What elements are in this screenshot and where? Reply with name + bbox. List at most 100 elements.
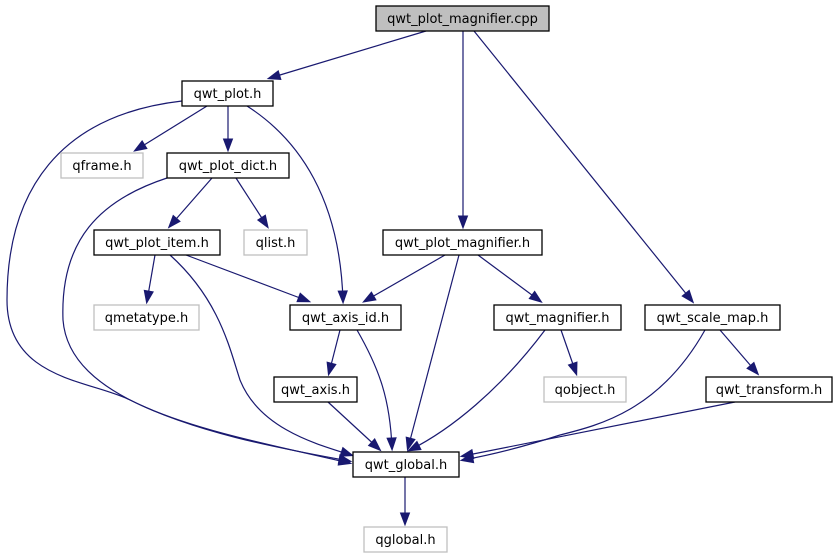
edge-qwt-magnifier-h-to-qobject-h [560, 329, 578, 377]
node-label: qwt_plot_magnifier.h [395, 236, 530, 251]
nodes-layer: qwt_plot_magnifier.cpp qwt_plot.h qframe.h… [60, 5, 833, 553]
node-box [543, 376, 627, 403]
edge-qwt-magnifier-h-to-qwt-global-h [406, 329, 546, 452]
node-label: qglobal.h [375, 533, 435, 548]
node-qwt-axis-h[interactable]: qwt_axis.h [273, 376, 358, 403]
node-qwt-plot-magnifier-h[interactable]: qwt_plot_magnifier.h [382, 229, 543, 256]
edge-qwt-plot-magnifier-h-to-qwt-axis-id-h [362, 254, 446, 303]
node-label: qwt_plot.h [194, 87, 262, 102]
node-box [375, 5, 550, 32]
node-qwt-transform-h[interactable]: qwt_transform.h [705, 376, 833, 403]
edge-line [169, 254, 352, 456]
node-qwt-axis-id-h[interactable]: qwt_axis_id.h [289, 304, 402, 331]
node-box [382, 229, 543, 256]
edge-qwt-plot-dict-h-to-qwt-plot-item-h [167, 177, 213, 229]
edge-line [356, 329, 393, 449]
edge-qwt-global-h-to-qglobal-h [399, 477, 411, 527]
node-label: qwt_axis.h [281, 383, 350, 398]
edge-line [364, 254, 446, 302]
node-box [644, 304, 781, 331]
arrowhead-icon [457, 215, 469, 230]
arrowhead-icon [133, 140, 148, 152]
edge-line [327, 401, 380, 450]
arrowhead-icon [399, 512, 411, 527]
edge-qwt-plot-magnifier-h-to-qwt-magnifier-h [477, 254, 543, 304]
node-label: qwt_axis_id.h [302, 311, 389, 326]
arrowhead-icon [143, 289, 154, 305]
edge-qwt-plot-item-h-to-qmetatype-h [143, 254, 156, 305]
edge-line [462, 329, 706, 461]
node-label: qwt_plot_magnifier.cpp [387, 12, 538, 27]
edge-qwt-plot-magnifier-cpp-to-qwt-plot-magnifier-h [457, 31, 469, 230]
node-label: qmetatype.h [105, 311, 188, 326]
node-label: qobject.h [555, 383, 616, 398]
arrowhead-icon [367, 438, 382, 452]
arrowhead-icon [222, 138, 234, 153]
edge-line [62, 177, 350, 464]
node-qwt-plot-item-h[interactable]: qwt_plot_item.h [93, 229, 221, 256]
node-box [243, 229, 308, 256]
arrowhead-icon [167, 214, 181, 229]
arrowhead-icon [362, 291, 377, 303]
edges-layer [6, 30, 760, 527]
edge-qwt-plot-dict-h-to-qlist-h [235, 177, 269, 229]
node-box [60, 152, 144, 179]
node-label: qwt_plot_dict.h [179, 159, 277, 174]
node-qwt-plot-magnifier-cpp[interactable]: qwt_plot_magnifier.cpp [375, 5, 550, 32]
edge-qwt-axis-id-h-to-qwt-global-h [356, 329, 397, 452]
node-box [93, 229, 221, 256]
edge-line [477, 254, 541, 302]
arrowhead-icon [337, 290, 348, 305]
arrowhead-icon [459, 448, 475, 460]
node-box [289, 304, 402, 331]
edge-qwt-axis-h-to-qwt-global-h [327, 401, 382, 452]
node-qmetatype-h: qmetatype.h [93, 304, 200, 331]
arrowhead-icon [405, 436, 416, 452]
node-qlist-h: qlist.h [243, 229, 308, 256]
node-box [493, 304, 622, 331]
node-label: qwt_scale_map.h [657, 311, 769, 326]
node-label: qwt_global.h [365, 458, 448, 473]
node-qwt-plot-dict-h[interactable]: qwt_plot_dict.h [166, 152, 290, 179]
edge-line [407, 254, 460, 449]
edge-qwt-plot-item-h-to-qwt-axis-id-h [185, 254, 312, 303]
arrowhead-icon [296, 292, 312, 303]
edge-qwt-scale-map-h-to-qwt-transform-h [719, 329, 760, 376]
node-qwt-scale-map-h[interactable]: qwt_scale_map.h [644, 304, 781, 331]
arrowhead-icon [339, 446, 355, 457]
node-qobject-h: qobject.h [543, 376, 627, 403]
node-box [352, 451, 460, 478]
edge-line [135, 105, 208, 151]
edge-line [269, 30, 427, 79]
arrowhead-icon [567, 361, 578, 377]
node-box [705, 376, 833, 403]
arrowhead-icon [386, 437, 397, 452]
edge-line [473, 30, 693, 302]
node-qglobal-h: qglobal.h [363, 526, 448, 553]
node-qwt-plot-h[interactable]: qwt_plot.h [181, 80, 274, 107]
edge-qwt-plot-dict-h-to-qwt-global-h [62, 177, 353, 466]
edge-line [409, 329, 546, 451]
edge-line [246, 105, 344, 302]
edge-line [169, 177, 213, 227]
arrowhead-icon [266, 69, 282, 80]
node-qwt-global-h[interactable]: qwt_global.h [352, 451, 460, 478]
node-qwt-magnifier-h[interactable]: qwt_magnifier.h [493, 304, 622, 331]
edge-qwt-transform-h-to-qwt-global-h [459, 401, 736, 460]
node-label: qwt_transform.h [716, 383, 823, 398]
node-box [273, 376, 358, 403]
node-box [181, 80, 274, 107]
edge-qwt-plot-magnifier-cpp-to-qwt-scale-map-h [473, 30, 695, 304]
edge-qwt-plot-h-to-qframe-h [133, 105, 208, 152]
arrowhead-icon [528, 290, 543, 304]
edge-qwt-axis-id-h-to-qwt-axis-h [326, 329, 341, 377]
node-qframe-h: qframe.h [60, 152, 144, 179]
arrowhead-icon [746, 361, 760, 376]
arrowhead-icon [406, 440, 422, 452]
node-label: qwt_plot_item.h [105, 236, 209, 251]
node-label: qwt_magnifier.h [506, 311, 610, 326]
arrowhead-icon [337, 455, 353, 466]
edge-line [6, 100, 350, 462]
node-box [93, 304, 200, 331]
